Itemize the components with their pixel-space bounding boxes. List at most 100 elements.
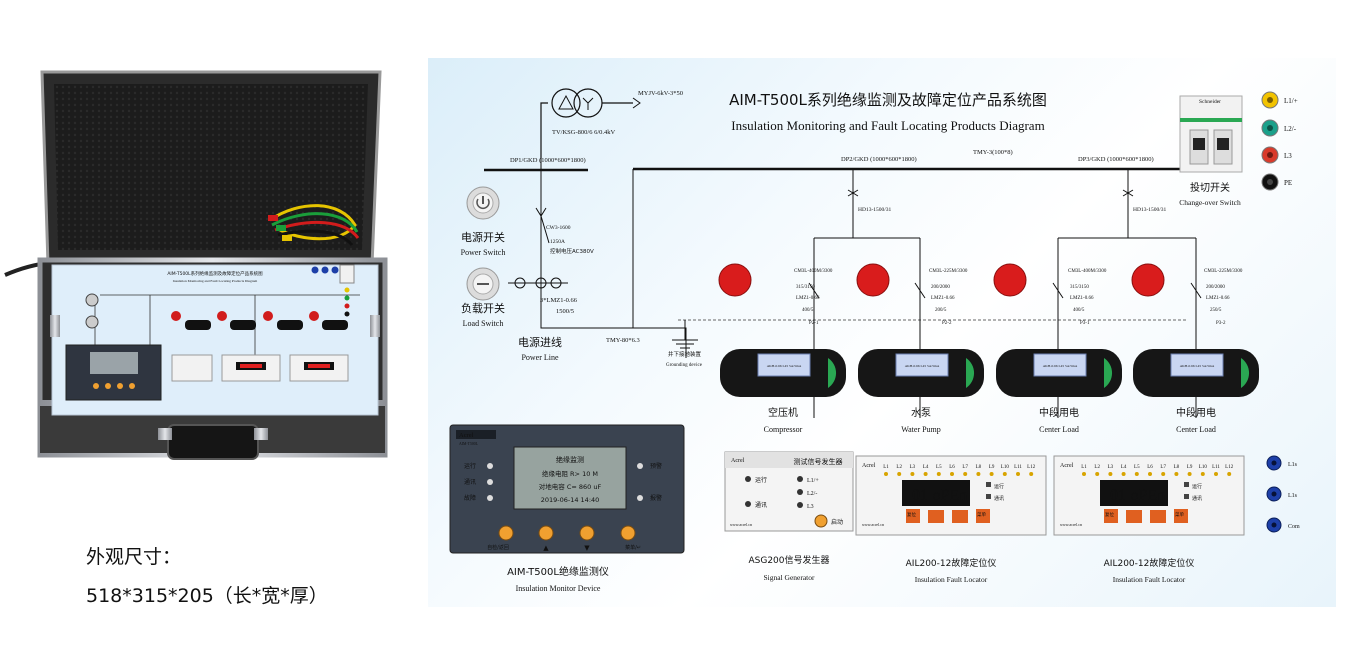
locator-channel-label: L6 bbox=[949, 465, 955, 470]
locator-channel-label: L1 bbox=[883, 465, 889, 470]
ct-symbols bbox=[508, 277, 568, 289]
terminal-l2-jack[interactable] bbox=[1261, 119, 1279, 137]
power-switch-knob[interactable] bbox=[85, 293, 99, 307]
locator-display-left: 01 bbox=[1110, 487, 1126, 504]
monitor-left-label: 故障 bbox=[464, 494, 476, 502]
locator-channel-led bbox=[1187, 472, 1192, 476]
monitor-caption-cn: AIM-T500L绝缘监测仪 bbox=[507, 565, 609, 578]
locator-reset-button[interactable] bbox=[906, 509, 920, 523]
locator-channel-label: L7 bbox=[1160, 465, 1166, 470]
hd-left-label: HD13-1500/31 bbox=[858, 207, 892, 213]
terminal-l3-label: L3 bbox=[1284, 152, 1292, 160]
latch[interactable] bbox=[370, 315, 380, 337]
locator-channel-label: L12 bbox=[1027, 465, 1036, 470]
fault-lamp-4 bbox=[1131, 263, 1165, 297]
signal-generator-device bbox=[724, 451, 854, 532]
side-terminal-jack[interactable] bbox=[1266, 455, 1282, 471]
load-label-cn: 中段用电 bbox=[1039, 406, 1079, 419]
ground-label-cn: 井下接地装置 bbox=[668, 350, 702, 358]
side-terminal-jack[interactable] bbox=[1266, 517, 1282, 533]
branch-breaker: CM3L-225M/3300 bbox=[929, 269, 968, 274]
locator-up-button[interactable] bbox=[1126, 510, 1142, 523]
locator-channel-label: L9 bbox=[989, 465, 995, 470]
signal-gen-mini bbox=[171, 354, 213, 382]
locator-channel-label: L2 bbox=[1094, 465, 1100, 470]
locator-btn-label: 复位 bbox=[907, 511, 916, 518]
diagram-title: AIM-T500L系列绝缘监测及故障定位产品系统图 bbox=[729, 91, 1047, 109]
locator-channel-label: L11 bbox=[1014, 465, 1022, 470]
locator-channel-label: L10 bbox=[1001, 465, 1010, 470]
locator-display-left: 01 bbox=[912, 487, 928, 504]
branch-ratio1: 200/2000 bbox=[1206, 285, 1225, 290]
locator-caption-cn: AIL200-12故障定位仪 bbox=[1104, 557, 1195, 569]
locator-channel-led bbox=[1161, 472, 1166, 476]
latch[interactable] bbox=[50, 315, 60, 337]
locator-channel-label: L12 bbox=[1225, 465, 1234, 470]
monitor-down-button[interactable] bbox=[579, 525, 595, 541]
fault-locator-device-1 bbox=[855, 455, 1047, 536]
terminal-l1-jack[interactable] bbox=[1261, 91, 1279, 109]
monitor-menu-button[interactable] bbox=[620, 525, 636, 541]
locator-btn-label: 菜单 bbox=[977, 511, 986, 518]
branch-tag: P2-2 bbox=[942, 321, 952, 326]
load-switch-knob[interactable] bbox=[85, 315, 99, 329]
case-handle[interactable] bbox=[167, 424, 259, 460]
locator-reset-button[interactable] bbox=[1104, 509, 1118, 523]
ct-sensor-label: AKH-0.66 L45 5A/5mA bbox=[767, 364, 802, 368]
load-switch-label-en: Load Switch bbox=[463, 319, 504, 328]
locator-web: www.acrel.cn bbox=[1060, 522, 1082, 527]
monitor-up-button[interactable] bbox=[538, 525, 554, 541]
locator-down-button[interactable] bbox=[952, 510, 968, 523]
ct-sensor-2: AKH-0.66 L45 5A/5mA bbox=[858, 349, 984, 397]
locator-channel-label: L11 bbox=[1212, 465, 1220, 470]
locator-down-button[interactable] bbox=[1150, 510, 1166, 523]
fault-lamps bbox=[171, 311, 348, 330]
locator-channel-led bbox=[897, 472, 902, 476]
locator-channel-label: L4 bbox=[923, 465, 929, 470]
branch-ct: LMZ1-0.66 bbox=[796, 296, 820, 301]
lcd-line-4: 2019-06-14 14:40 bbox=[541, 496, 600, 504]
locator-channel-label: L9 bbox=[1187, 465, 1193, 470]
load-switch-button[interactable] bbox=[466, 267, 500, 301]
locator-channel-label: L5 bbox=[1134, 465, 1140, 470]
monitor-button-label: ▼ bbox=[584, 544, 590, 552]
locator-status: 运行 bbox=[1192, 483, 1202, 490]
monitor-model: AIM-T500L bbox=[459, 442, 479, 446]
system-diagram: AIM-T500L系列绝缘监测及故障定位产品系统图 Insulation Mon… bbox=[428, 58, 1336, 607]
locator-up-button[interactable] bbox=[928, 510, 944, 523]
ct-sensor-label: AKH-0.66 L45 5A/5mA bbox=[905, 364, 940, 368]
monitor-right-label: 报警 bbox=[650, 494, 662, 502]
panel-subtitle: Insulation Monitoring and Fault Locating… bbox=[173, 279, 258, 283]
power-switch-button[interactable] bbox=[466, 186, 500, 220]
locator-channel-led bbox=[1148, 472, 1152, 476]
locator-channel-led bbox=[936, 472, 941, 476]
locator-menu-button[interactable] bbox=[976, 509, 990, 523]
locator-channel-led bbox=[1200, 472, 1205, 476]
terminal-jack[interactable] bbox=[331, 266, 339, 274]
signal-gen-start-button[interactable] bbox=[814, 514, 828, 528]
locator-channel-led bbox=[989, 472, 994, 476]
locator-caption-en: Insulation Fault Locator bbox=[1113, 575, 1186, 584]
terminal-pe-jack[interactable] bbox=[1261, 173, 1279, 191]
monitor-button-label: 菜单/↵ bbox=[625, 544, 641, 551]
monitor-button-label: 自检/返回 bbox=[487, 544, 509, 551]
signal-gen-left-label: 通讯 bbox=[755, 501, 767, 509]
locator-menu-button[interactable] bbox=[1174, 509, 1188, 523]
changeover-switch[interactable] bbox=[1179, 95, 1243, 173]
branch-ratio1: 315/3150 bbox=[1070, 285, 1089, 290]
terminal-jack[interactable] bbox=[311, 266, 319, 274]
terminal-l2-label: L2/- bbox=[1284, 125, 1297, 133]
lmzi-label: 3*LMZ1-0.66 bbox=[540, 297, 578, 304]
monitor-self-check-button[interactable] bbox=[498, 525, 514, 541]
terminal-jack[interactable] bbox=[321, 266, 329, 274]
cable-in-label: MYJV-6kV-3*50 bbox=[638, 90, 683, 97]
side-terminal-label: Com bbox=[1288, 524, 1300, 530]
terminal-l3-jack[interactable] bbox=[1261, 146, 1279, 164]
ct-sensor-label: AKH-0.66 L45 5A/5mA bbox=[1180, 364, 1215, 368]
locator-status: 运行 bbox=[994, 483, 1004, 490]
ct-sensor-label: AKH-0.66 L45 5A/5mA bbox=[1043, 364, 1078, 368]
side-terminal-jack[interactable] bbox=[1266, 486, 1282, 502]
breaker-module[interactable] bbox=[339, 264, 355, 284]
bus-dp2-label: DP2/GKD (1000*600*1800) bbox=[841, 156, 917, 163]
